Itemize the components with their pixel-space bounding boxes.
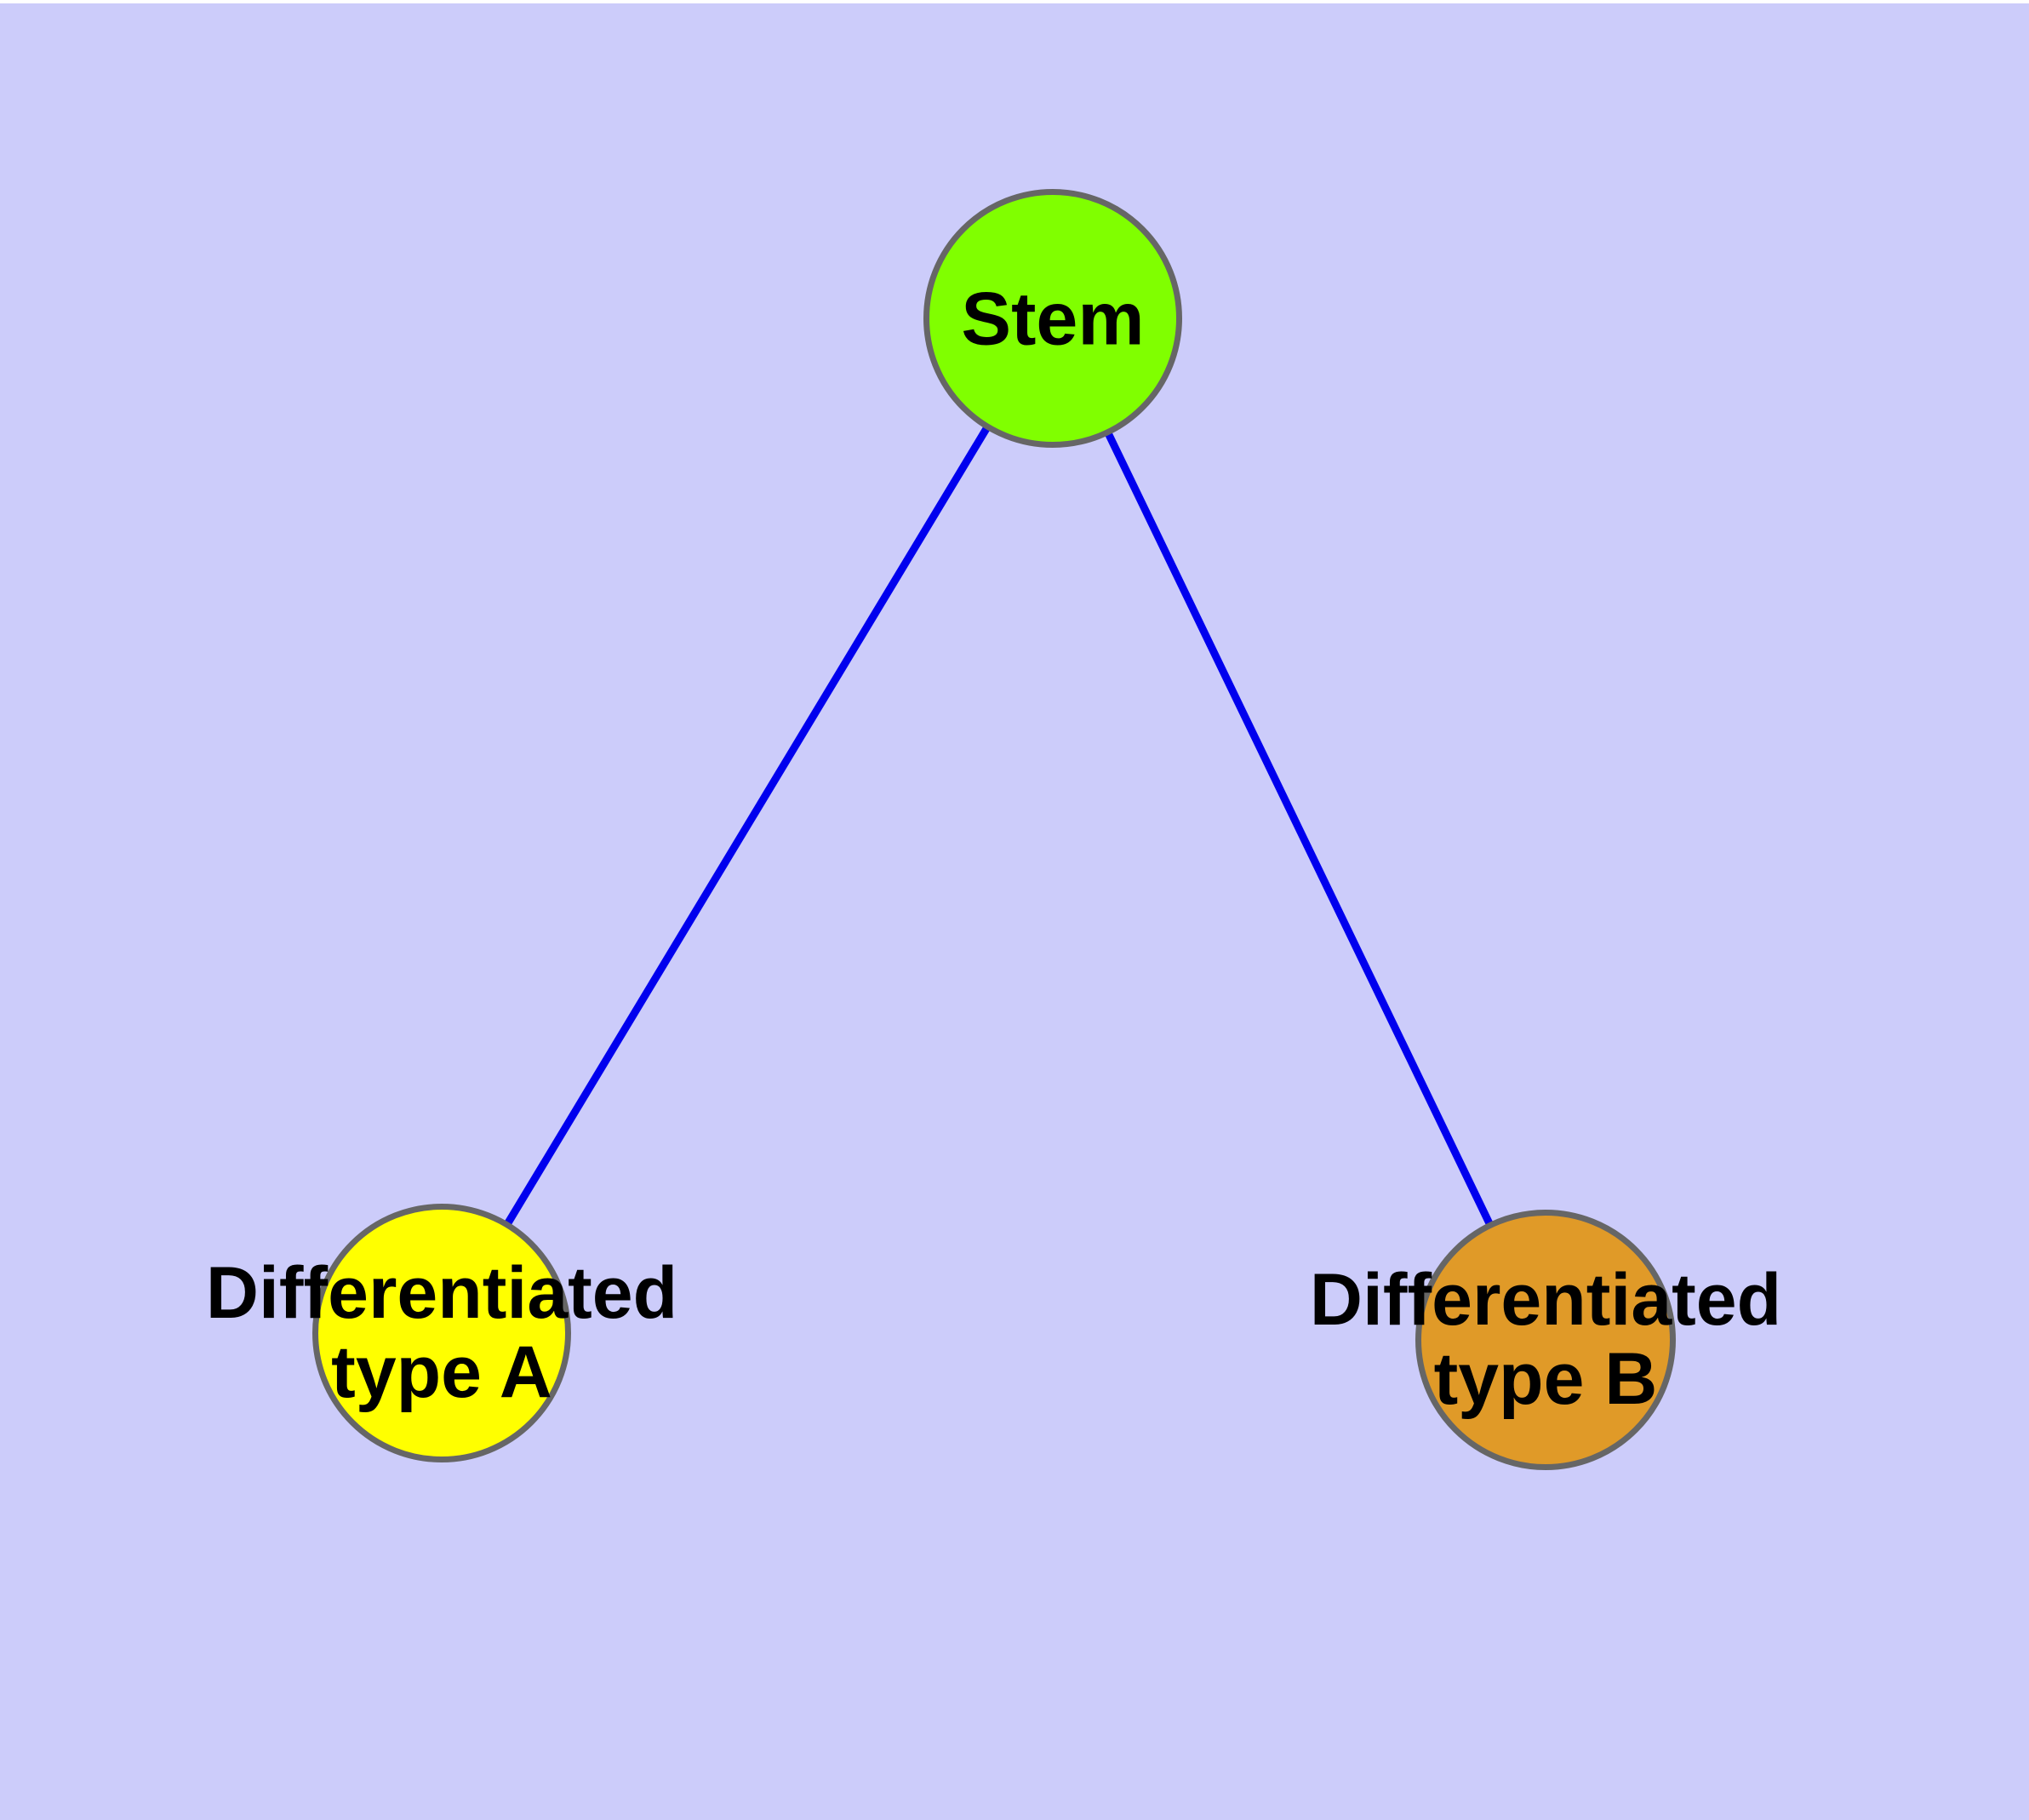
graph-node-diff_a[interactable] (312, 1204, 571, 1462)
node-layer (312, 189, 1676, 1470)
graph-node-stem[interactable] (923, 189, 1182, 448)
graph-node-diff_b[interactable] (1415, 1210, 1676, 1470)
graph-edge (1104, 431, 1494, 1227)
graph-edge (504, 425, 991, 1227)
edge-layer (504, 425, 1494, 1227)
